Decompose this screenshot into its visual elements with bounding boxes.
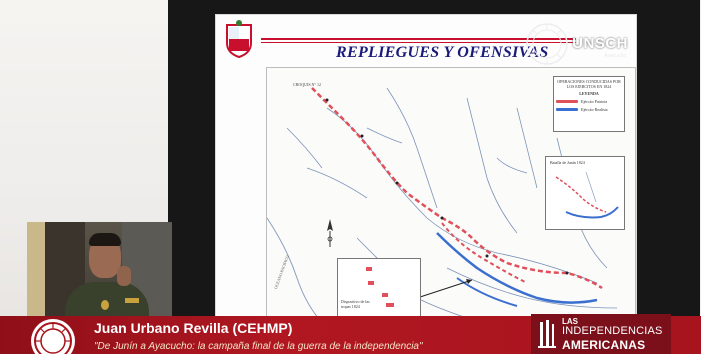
unsch-logo-motto: Ayacucho	[604, 53, 626, 59]
map-drawing	[267, 87, 618, 325]
unsch-logo: UNSCH Ayacucho	[526, 23, 632, 65]
peru-coat-of-arms-icon	[226, 20, 252, 59]
speaker-medal	[101, 300, 109, 310]
inset-drawing	[366, 267, 394, 307]
slide-title: REPLIEGUES Y OFENSIVAS	[336, 44, 549, 61]
webcam-background-wall	[27, 222, 45, 325]
event-logo-line1: LAS	[562, 317, 578, 326]
map-legend: OPERACIONES CONDUCIDAS POR LOS EJERCITOS…	[553, 76, 625, 132]
map-inset-deployment: Dispositivo de las tropas 1824	[337, 258, 421, 324]
legend-swatch-red	[556, 100, 578, 103]
event-emblem-icon	[538, 320, 556, 348]
talk-title: "De Junín a Ayacucho: la campaña final d…	[94, 341, 423, 352]
university-seal-icon	[526, 23, 568, 65]
speaker-name: Juan Urbano Revilla (CEHMP)	[94, 320, 293, 336]
compass-rose-icon	[327, 219, 333, 247]
inset-label: Batalla de Junín 1824	[550, 160, 585, 165]
presentation-slide: REPLIEGUES Y OFENSIVAS UNSCH Ayacucho CR…	[215, 14, 637, 326]
inset-drawing	[555, 171, 619, 219]
slide-header-rule	[261, 38, 576, 40]
map-label: CROQUIS N° 12	[293, 82, 322, 87]
inset-label: Dispositivo de las tropas 1824	[341, 299, 370, 309]
legend-item-label: Ejército Patriota	[581, 99, 608, 104]
event-logo: LAS INDEPENDENCIAS AMERICANAS	[531, 314, 671, 354]
institution-seal-icon	[31, 319, 75, 354]
map-inset-battle: Batalla de Junín 1824	[545, 156, 625, 230]
legend-item-royalist: Ejército Realista	[556, 107, 622, 112]
event-logo-line2: INDEPENDENCIAS	[562, 325, 663, 337]
speaker-hair	[89, 233, 121, 246]
event-logo-line3: AMERICANAS	[562, 338, 646, 352]
speaker-hand	[117, 266, 131, 286]
legend-item-label: Ejército Realista	[581, 107, 608, 112]
unsch-logo-text: UNSCH	[572, 35, 628, 52]
speaker-webcam	[27, 222, 172, 325]
slide-header-rule-thin	[261, 42, 576, 43]
campaign-map: CROQUIS N° 12	[266, 67, 636, 325]
legend-title: OPERACIONES CONDUCIDAS POR LOS EJERCITOS…	[557, 79, 621, 89]
legend-swatch-blue	[556, 108, 578, 111]
legend-heading: LEYENDA	[579, 91, 599, 96]
speaker-insignia	[125, 298, 139, 303]
legend-item-patriot: Ejército Patriota	[556, 99, 622, 104]
